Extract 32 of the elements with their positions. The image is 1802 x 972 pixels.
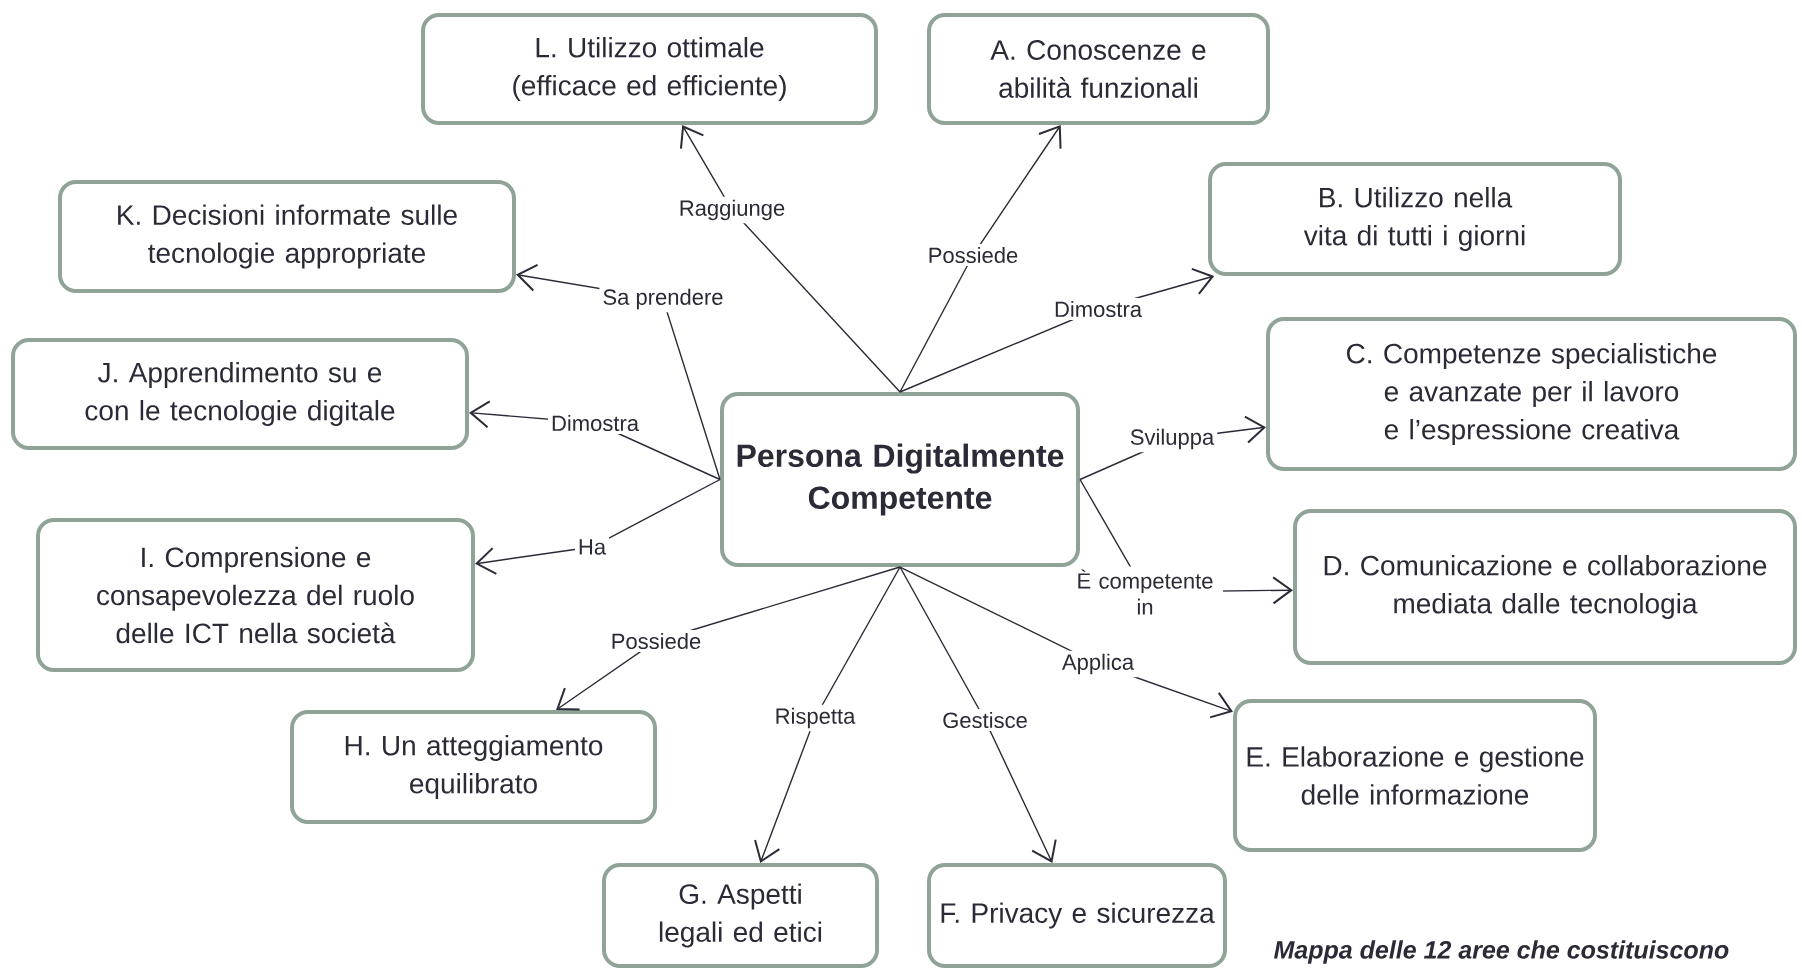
- edge-label: Possiede: [612, 632, 701, 650]
- edge-label: È competente in: [1078, 569, 1213, 615]
- concept-box: J. Apprendimento su e con le tecnologie digitale: [11, 338, 469, 450]
- concept-box: D. Comunicazione e collaborazione mediata dalle tecnologia: [1293, 509, 1797, 665]
- edge-label: Dimostra: [1055, 300, 1142, 318]
- caption: Mappa delle 12 aree che costituiscono: [1274, 940, 1729, 964]
- edge-label: Raggiunge: [680, 199, 785, 221]
- concept-box: G. Aspetti legali ed etici: [602, 863, 879, 968]
- edge-label: Sa prendere: [603, 288, 723, 310]
- arrow: [899, 125, 1062, 393]
- arrow: [475, 478, 721, 575]
- edge-label: Possiede: [929, 246, 1018, 264]
- concept-box: E. Elaborazione e gestione delle informazione: [1233, 699, 1597, 852]
- central-box: Persona Digitalmente Competente: [720, 392, 1080, 567]
- concept-box: L. Utilizzo ottimale (efficace ed efficiente): [421, 13, 878, 125]
- edge-label: Gestisce: [943, 711, 1027, 729]
- arrow: [754, 566, 901, 863]
- concept-box: I. Comprensione e consapevolezza del ruolo delle ICT nella società: [36, 518, 475, 672]
- concept-box: K. Decisioni informate sulle tecnologie appropriate: [58, 180, 516, 293]
- arrow: [556, 566, 901, 711]
- edge-label: Ha: [579, 539, 607, 555]
- concept-box: F. Privacy e sicurezza: [927, 863, 1227, 968]
- edge-label: Sviluppa: [1130, 428, 1215, 450]
- edge-label: Applica: [1062, 653, 1135, 675]
- concept-box: H. Un atteggiamento equilibrato: [290, 710, 657, 824]
- edge-label: Dimostra: [552, 414, 639, 432]
- concept-box: C. Competenze specialistiche e avanzate per il lavoro e l’espressione creativa: [1266, 317, 1797, 471]
- concept-box: A. Conoscenze e abilità funzionali: [927, 13, 1270, 125]
- edge-label: Rispetta: [776, 707, 856, 729]
- arrow: [679, 125, 901, 393]
- arrow: [899, 566, 1057, 863]
- concept-box: B. Utilizzo nella vita di tutti i giorni: [1208, 162, 1622, 276]
